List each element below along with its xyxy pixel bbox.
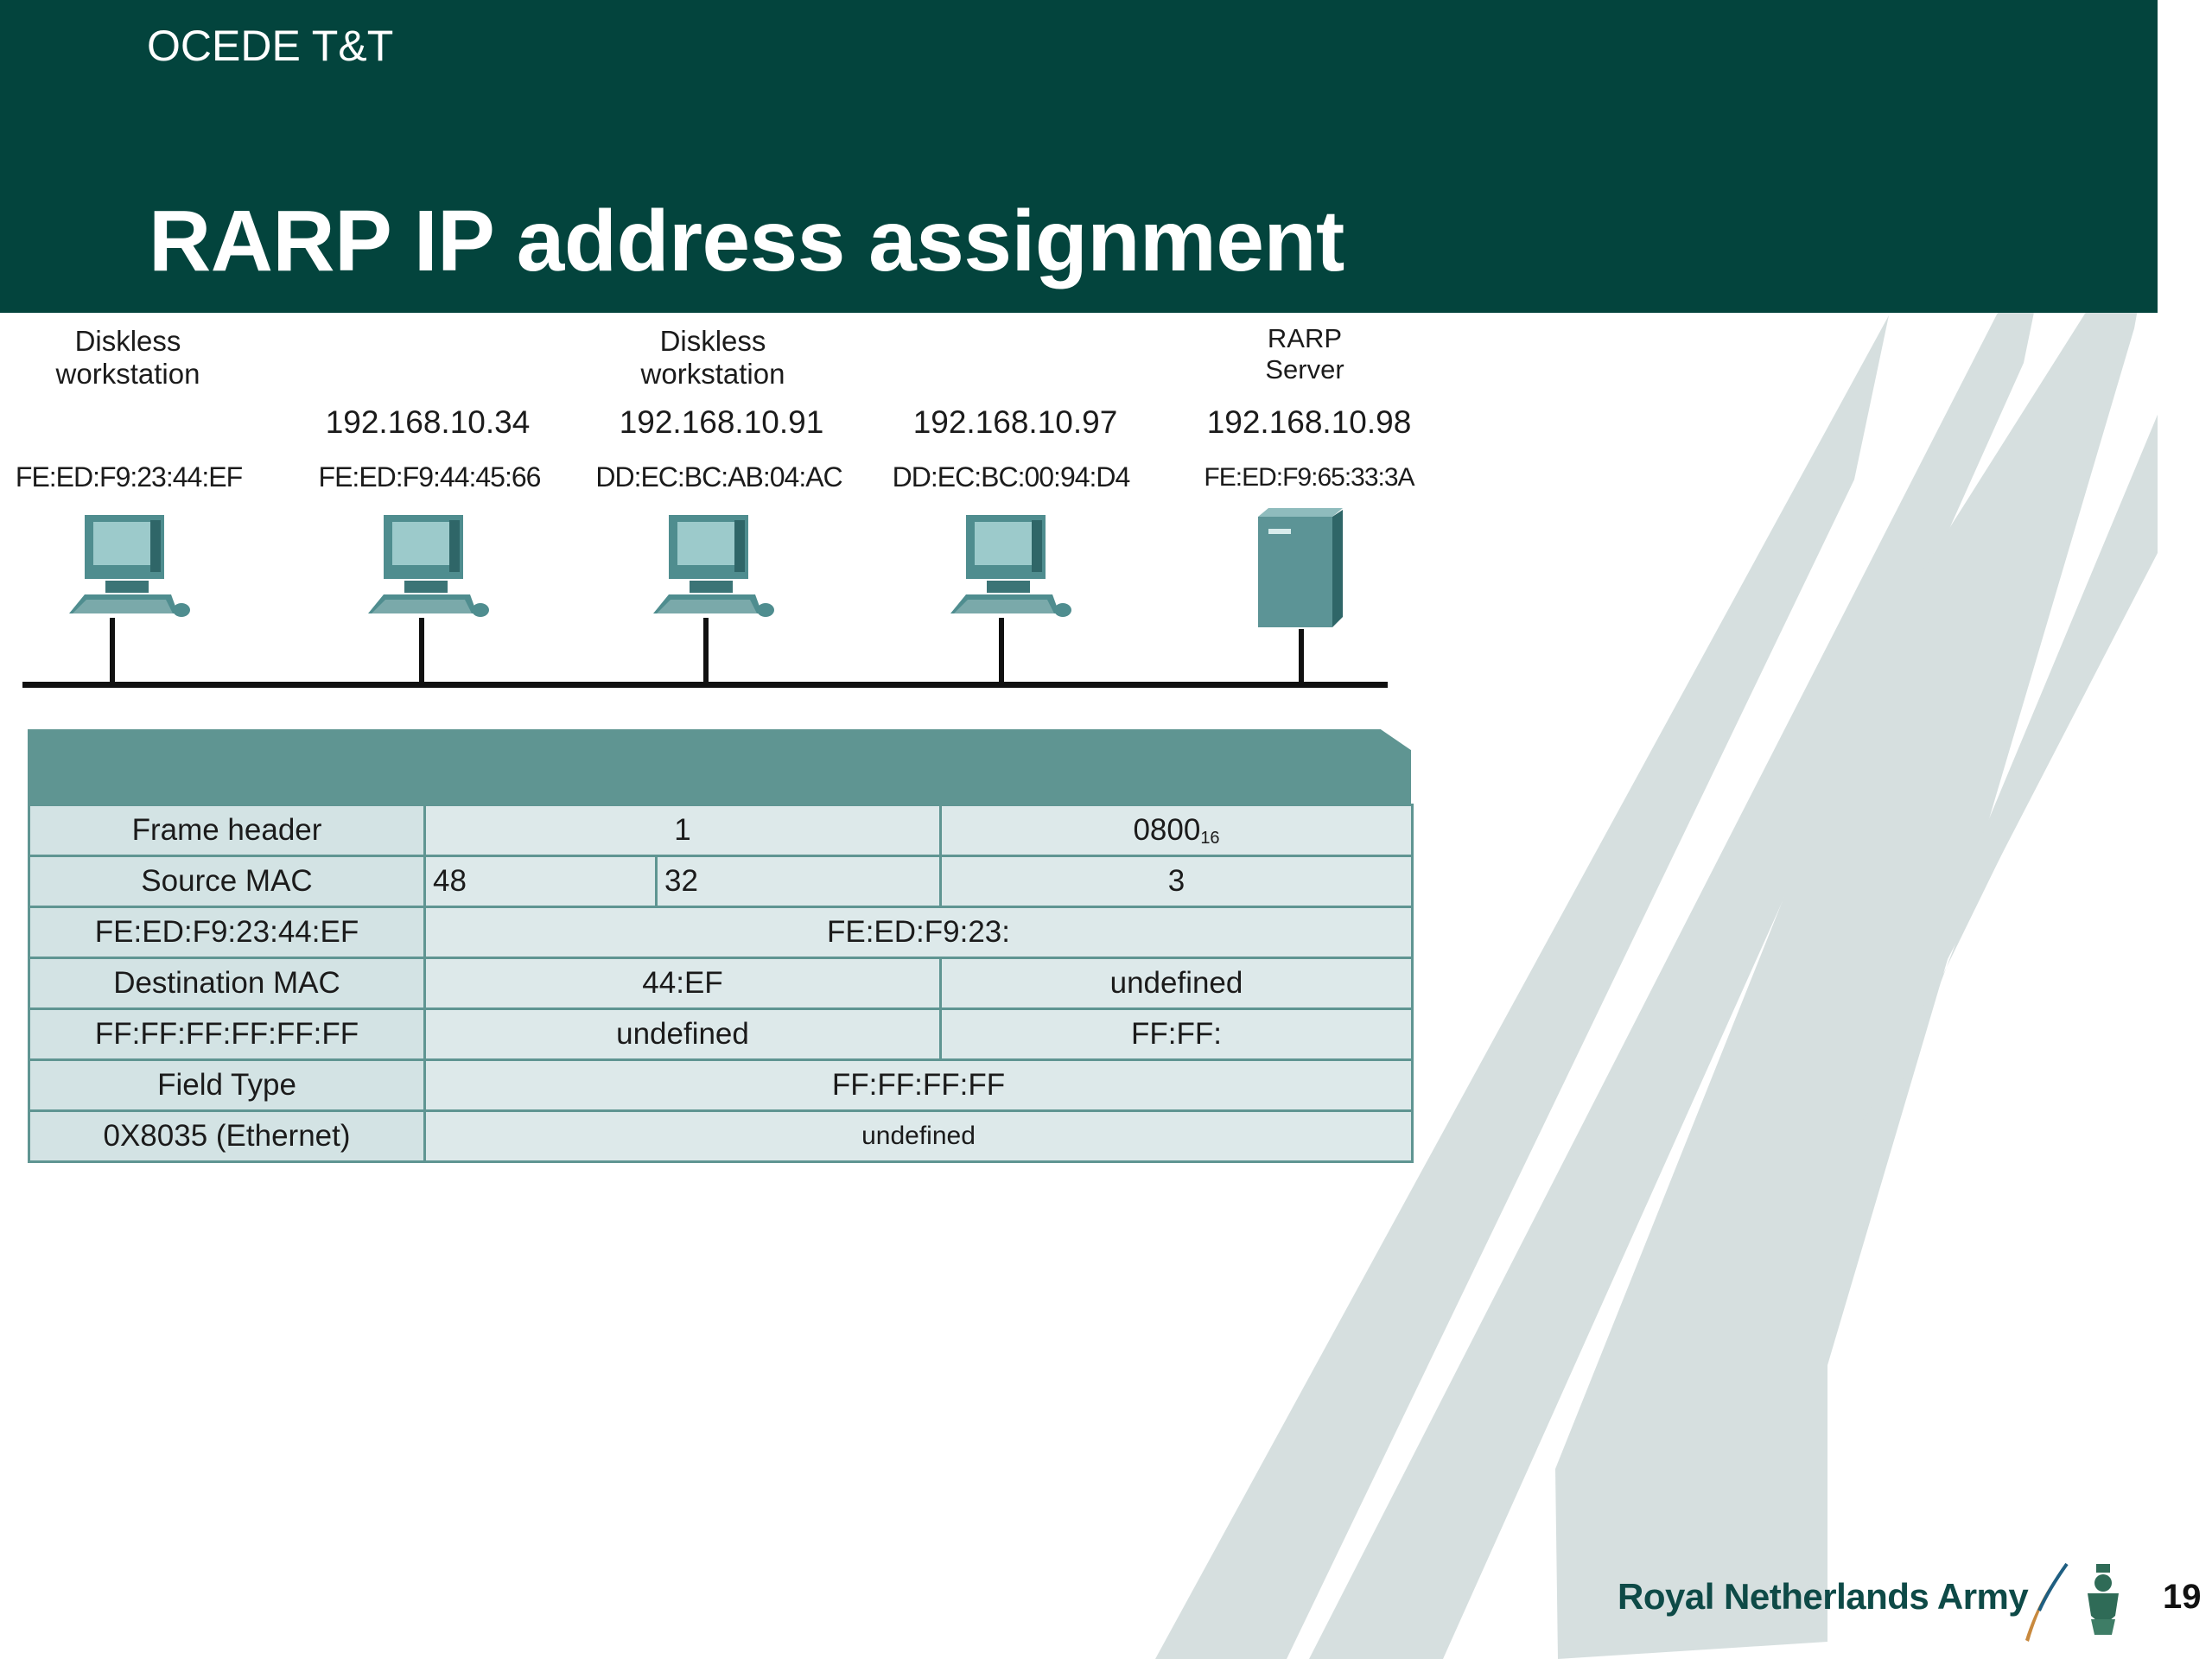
node-2-kind: Diskless workstation xyxy=(640,325,785,390)
table-cell: undefined xyxy=(939,957,1414,1010)
table-row: Field Type FF:FF:FF:FF xyxy=(28,1058,1414,1112)
node-4-link xyxy=(1299,629,1304,683)
node-1-link xyxy=(419,618,424,683)
org-label: OCEDE T&T xyxy=(147,22,394,70)
node-4-ip: 192.168.10.98 xyxy=(1206,404,1412,440)
table-row: 0X8035 (Ethernet) undefined xyxy=(28,1109,1414,1163)
stripe-2 xyxy=(1309,194,2058,1659)
node-1-ip: 192.168.10.34 xyxy=(325,404,531,440)
frame-fields: Frame header 1 080016 Source MAC 48 32 3… xyxy=(28,804,1414,1163)
workstation-icon xyxy=(653,515,774,617)
server-icon xyxy=(1258,508,1343,627)
table-cell: FE:ED:F9:23:44:EF xyxy=(28,906,426,959)
stripe-5 xyxy=(1840,415,2158,1175)
node-2-ip: 192.168.10.91 xyxy=(619,404,824,440)
slide-header: OCEDE T&T RARP IP address assignment xyxy=(0,0,2158,313)
table-cell: Frame header xyxy=(28,804,426,857)
table-cell: 0X8035 (Ethernet) xyxy=(28,1109,426,1163)
table-cell: undefined xyxy=(423,1007,942,1061)
table-header-bar xyxy=(28,729,1411,804)
stripe-1 xyxy=(1155,315,1889,1659)
node-2-link xyxy=(703,618,709,683)
table-cell: FF:FF:FF:FF:FF:FF xyxy=(28,1007,426,1061)
table-row: FE:ED:F9:23:44:EF FE:ED:F9:23: xyxy=(28,906,1414,959)
node-3-mac: DD:EC:BC:00:94:D4 xyxy=(892,461,1131,493)
workstation-icon xyxy=(368,515,489,617)
node-3-ip: 192.168.10.97 xyxy=(912,404,1118,440)
node-1-mac: FE:ED:F9:44:45:66 xyxy=(318,461,542,493)
page-number: 19 xyxy=(2163,1578,2202,1616)
crest-icon xyxy=(2088,1564,2119,1635)
table-cell: undefined xyxy=(423,1109,1414,1163)
node-4-mac: FE:ED:F9:65:33:3A xyxy=(1204,463,1414,492)
node-2-mac: DD:EC:BC:AB:04:AC xyxy=(595,461,842,493)
slide-title: RARP IP address assignment xyxy=(149,193,1344,289)
table-cell: 44:EF xyxy=(423,957,942,1010)
table-cell: 080016 xyxy=(939,804,1414,857)
quill-icon xyxy=(2025,1562,2069,1642)
rarp-frame-table: Frame header 1 080016 Source MAC 48 32 3… xyxy=(28,729,1414,1163)
workstation-icon xyxy=(69,515,190,617)
table-row: Destination MAC 44:EF undefined xyxy=(28,957,1414,1010)
table-row: Source MAC 48 32 3 xyxy=(28,855,1414,908)
workstation-icon xyxy=(950,515,1071,617)
network-bus xyxy=(22,682,1388,688)
node-0-link xyxy=(110,618,115,683)
table-cell: 3 xyxy=(939,855,1414,908)
node-4-kind: RARP Server xyxy=(1265,323,1344,385)
table-row: FF:FF:FF:FF:FF:FF undefined FF:FF: xyxy=(28,1007,1414,1061)
node-0-mac: FE:ED:F9:23:44:EF xyxy=(15,461,243,493)
table-cell: Source MAC xyxy=(28,855,426,908)
table-row: Frame header 1 080016 xyxy=(28,804,1414,857)
table-cell: 48 xyxy=(423,855,658,908)
brand-name: Royal Netherlands Army xyxy=(1618,1576,2029,1617)
table-cell: FF:FF:FF:FF xyxy=(423,1058,1414,1112)
node-0-kind: Diskless workstation xyxy=(55,325,200,390)
table-cell: Destination MAC xyxy=(28,957,426,1010)
stripe-3 xyxy=(1555,199,2158,1659)
table-cell: FF:FF: xyxy=(939,1007,1414,1061)
node-3-link xyxy=(999,618,1004,683)
table-cell: 1 xyxy=(423,804,942,857)
table-cell: 32 xyxy=(655,855,942,908)
table-cell: Field Type xyxy=(28,1058,426,1112)
table-cell: FE:ED:F9:23: xyxy=(423,906,1414,959)
